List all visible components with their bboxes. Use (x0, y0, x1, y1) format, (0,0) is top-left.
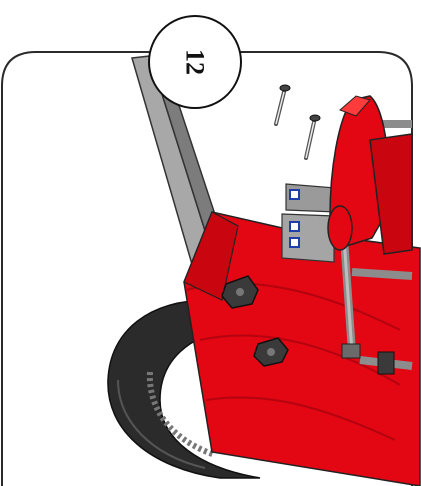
panel-bolt-upper (221, 275, 259, 309)
screw-2-icon (304, 114, 321, 160)
panel-frame (1, 51, 413, 486)
step-number: 12 (181, 49, 210, 75)
frame-tubes (340, 120, 413, 375)
panel-bolt-lower (253, 337, 289, 367)
screw-1-icon (274, 84, 291, 126)
step-badge: 12 (148, 15, 242, 109)
wheel-tire (107, 299, 261, 479)
mounting-brackets (281, 183, 337, 263)
red-handle (327, 95, 413, 255)
